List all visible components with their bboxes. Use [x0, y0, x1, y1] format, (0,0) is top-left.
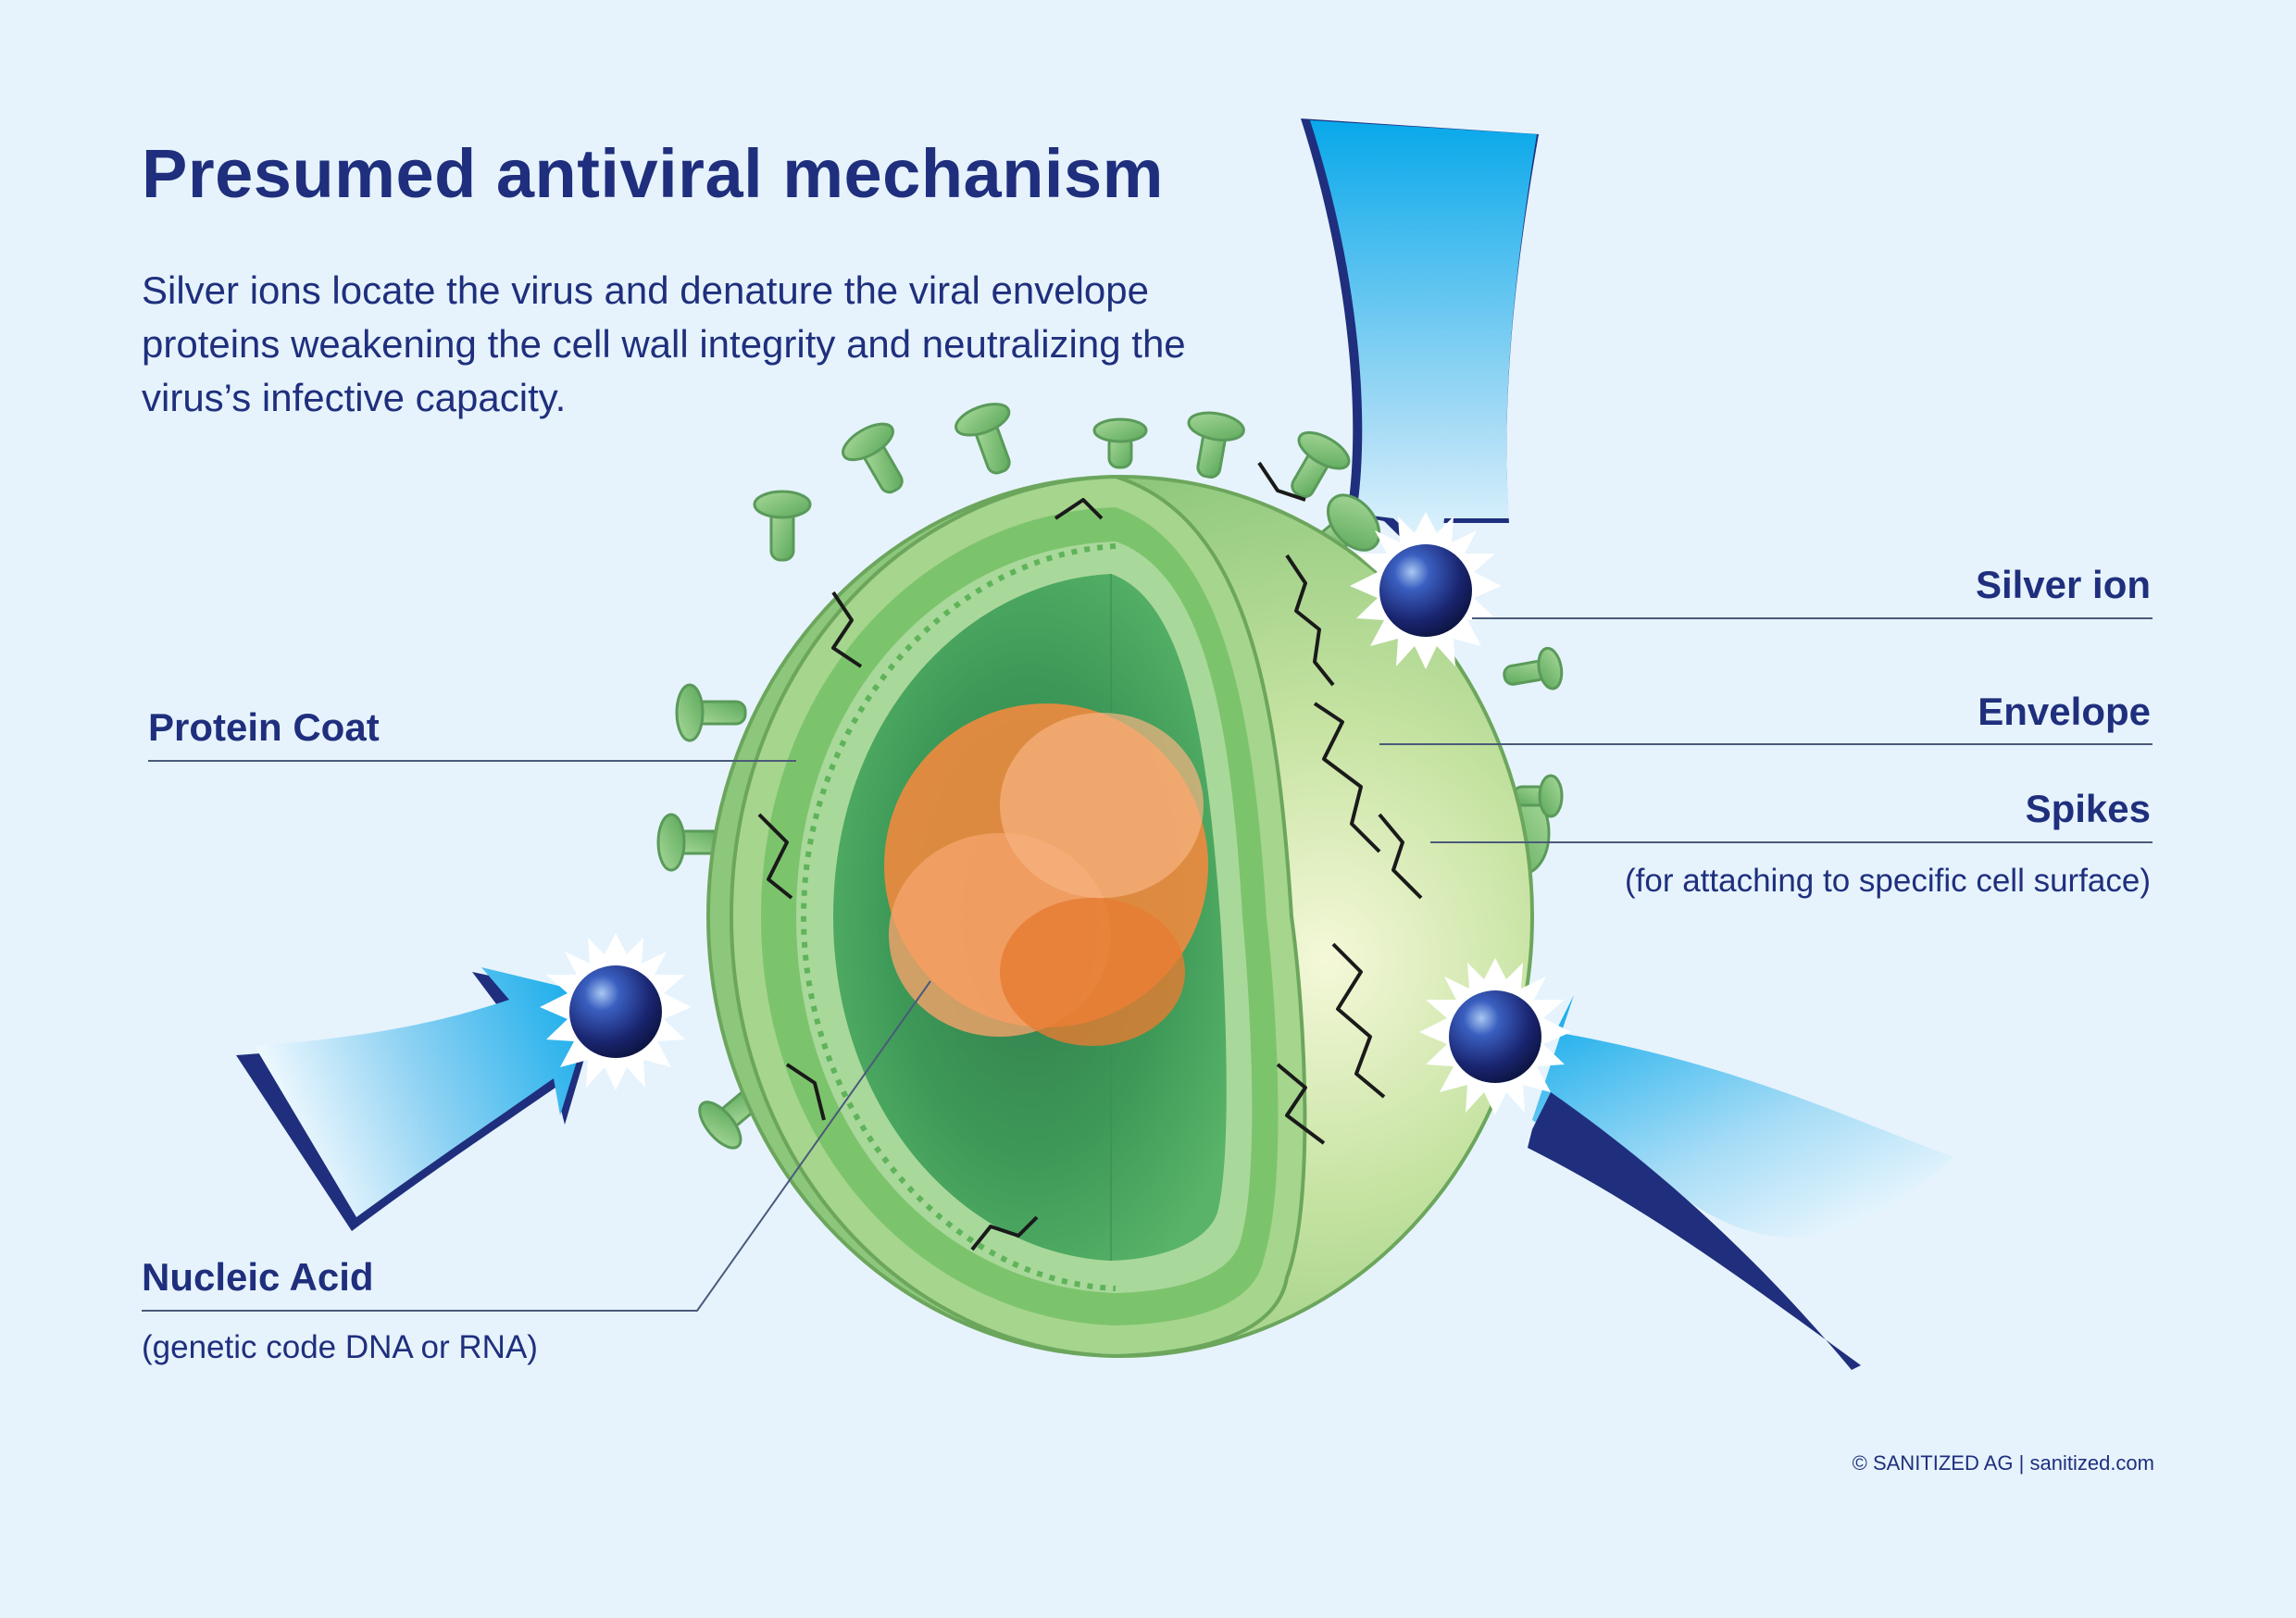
label-spikes-subtitle: (for attaching to specific cell surface): [1624, 863, 2151, 899]
spike: [842, 422, 904, 494]
leader-nucleic-acid: [142, 980, 931, 1312]
spike: [753, 490, 812, 562]
spike: [675, 683, 747, 742]
spike: [1092, 417, 1148, 469]
nucleic-acid-blob: [884, 703, 1208, 1046]
copyright: © SANITIZED AG | sanitized.com: [1852, 1451, 2154, 1475]
label-nucleic-acid: Nucleic Acid: [142, 1255, 374, 1299]
label-nucleic-acid-subtitle: (genetic code DNA or RNA): [142, 1329, 538, 1365]
silver-ion-right: [1419, 958, 1571, 1115]
page-title: Presumed antiviral mechanism: [142, 135, 1164, 212]
spike: [1503, 646, 1564, 691]
description: Silver ions locate the virus and denatur…: [142, 268, 1186, 419]
label-spikes: Spikes: [2025, 787, 2151, 830]
spike: [1291, 430, 1351, 499]
arrow-top: [1301, 118, 1539, 566]
label-envelope: Envelope: [1978, 690, 2151, 733]
envelope-cracks: [757, 461, 1423, 1251]
label-protein-coat: Protein Coat: [148, 705, 380, 749]
label-silver-ion: Silver ion: [1975, 563, 2151, 606]
virus: [706, 461, 1534, 1359]
spike: [955, 403, 1011, 475]
arrow-right: [1528, 995, 1953, 1370]
leader-lines: [142, 617, 2152, 1312]
silver-ion-top: [1350, 512, 1502, 669]
arrow-left: [236, 967, 602, 1231]
spike: [1187, 411, 1245, 479]
silver-ion-left: [540, 933, 692, 1090]
